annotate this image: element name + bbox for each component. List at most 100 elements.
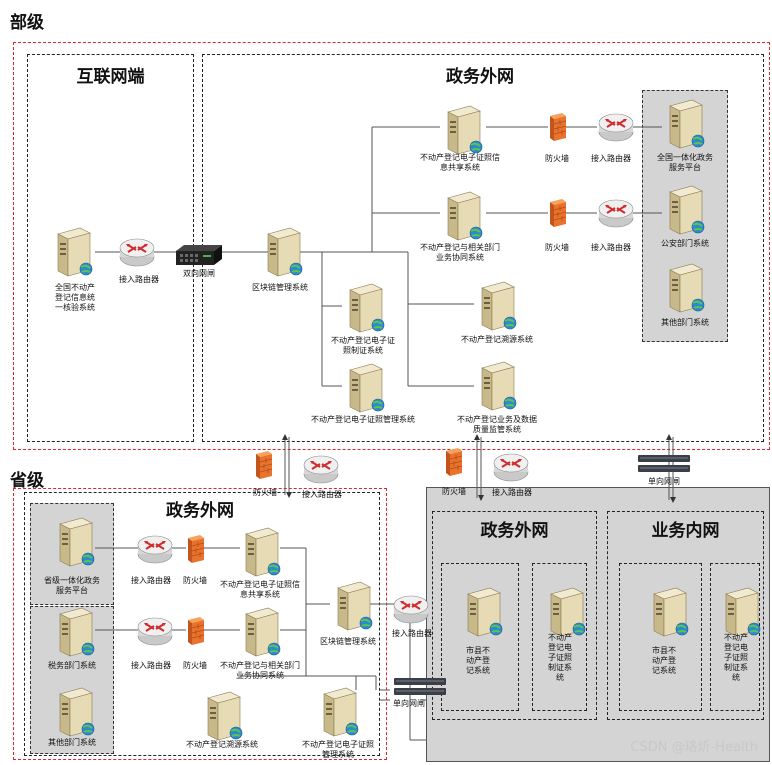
firewall-icon	[186, 616, 206, 646]
node-one-way-gateway-top	[636, 453, 692, 475]
server-icon	[440, 190, 484, 242]
node-cert-info-share-province	[238, 526, 282, 578]
node-two-way-gateway	[174, 243, 224, 269]
gateway-icon	[174, 243, 224, 269]
region-province	[13, 488, 387, 760]
label-city-cert-ext: 不动产 登记电 子证照 制证系 统	[548, 633, 572, 682]
node-router-m1	[597, 110, 635, 144]
label-blockchain-ministry: 区块链管理系统	[252, 283, 308, 292]
firewall-icon	[186, 534, 206, 564]
node-router-p1	[136, 532, 174, 566]
node-coop-ministry	[440, 190, 484, 242]
server-icon	[474, 280, 518, 332]
node-firewall-link-right	[444, 447, 464, 477]
label-other-dept-province: 其他部门系统	[48, 738, 96, 747]
zone-title-internet: 互联网端	[76, 67, 145, 87]
label-tax-dept: 税务部门系统	[48, 661, 96, 670]
server-icon	[330, 580, 374, 632]
node-cert-issue-ministry	[342, 282, 386, 334]
region-label-province: 省级	[10, 471, 44, 491]
zone-title-gov-extranet-ministry: 政务外网	[446, 67, 514, 87]
zone-city-register-ext	[441, 563, 519, 711]
node-router-link-right	[492, 450, 530, 484]
node-trace-province	[200, 690, 244, 742]
node-router-internet	[118, 235, 156, 269]
label-cert-issue-ministry: 不动产登记电子证 照制证系统	[331, 336, 395, 355]
router-icon	[136, 532, 174, 566]
server-icon	[474, 360, 518, 412]
label-router-p2: 接入路由器	[131, 661, 171, 670]
zone-title-city-intranet: 业务内网	[651, 521, 720, 541]
node-cert-info-share-ministry	[440, 104, 484, 156]
label-city-cert-int: 不动产 登记电 子证照 制证系 统	[724, 633, 748, 682]
node-city-register-int	[646, 586, 690, 638]
node-city-cert-ext	[543, 586, 587, 638]
server-icon	[440, 104, 484, 156]
server-icon	[718, 586, 762, 638]
zone-city-register-int	[619, 563, 702, 711]
router-icon	[136, 614, 174, 648]
firewall-icon	[548, 198, 568, 228]
server-icon	[50, 226, 94, 278]
gateway-icon	[636, 453, 692, 475]
server-icon	[52, 516, 96, 568]
server-icon	[316, 686, 360, 738]
router-icon	[118, 235, 156, 269]
label-quality-ministry: 不动产登记业务及数据 质量监管系统	[457, 415, 537, 434]
label-cert-mgmt-ministry: 不动产登记电子证照管理系统	[311, 415, 415, 424]
node-blockchain-province	[330, 580, 374, 632]
server-icon	[238, 606, 282, 658]
server-icon	[52, 686, 96, 738]
node-coop-province	[238, 606, 282, 658]
server-icon	[260, 226, 304, 278]
node-cert-mgmt-ministry	[342, 362, 386, 414]
label-blockchain-province: 区块链管理系统	[320, 637, 376, 646]
label-city-register-int: 市县不 动产登 记系统	[652, 646, 676, 675]
node-firewall-m2	[548, 198, 568, 228]
zone-city-intranet	[607, 511, 764, 720]
label-router-m1: 接入路由器	[591, 154, 631, 163]
node-cert-mgmt-province	[316, 686, 360, 738]
label-firewall-m2: 防火墙	[545, 243, 569, 252]
router-icon	[597, 110, 635, 144]
label-coop-ministry: 不动产登记与相关部门 业务协同系统	[420, 243, 500, 262]
node-firewall-m1	[548, 112, 568, 142]
server-icon	[342, 282, 386, 334]
label-trace-province: 不动产登记溯源系统	[186, 740, 258, 749]
label-firewall-p2: 防火墙	[183, 661, 207, 670]
label-public-security: 公安部门系统	[661, 239, 709, 248]
node-quality-ministry	[474, 360, 518, 412]
label-one-way-gateway-bottom: 单向网闸	[393, 699, 425, 708]
server-icon	[543, 586, 587, 638]
label-one-way-gateway-top: 单向网闸	[648, 477, 680, 486]
server-icon	[646, 586, 690, 638]
router-icon	[492, 450, 530, 484]
server-icon	[662, 184, 706, 236]
node-other-dept-province	[52, 686, 96, 738]
node-one-way-gateway-bottom	[392, 676, 448, 698]
label-coop-province: 不动产登记与相关部门 业务协同系统	[220, 661, 300, 680]
zone-title-gov-extranet-province: 政务外网	[166, 501, 234, 521]
label-cert-info-share-province: 不动产登记电子证照信 息共享系统	[220, 580, 300, 599]
label-cert-mgmt-province: 不动产登记电子证照 管理系统	[302, 740, 374, 759]
server-icon	[460, 586, 504, 638]
firewall-icon	[548, 112, 568, 142]
node-firewall-p2	[186, 616, 206, 646]
router-icon	[597, 196, 635, 230]
label-router-link-left: 接入路由器	[302, 490, 342, 499]
node-city-register-ext	[460, 586, 504, 638]
label-two-way-gateway: 双向网闸	[183, 269, 215, 278]
label-cert-info-share-ministry: 不动产登记电子证照信 息共享系统	[420, 153, 500, 172]
label-trace-ministry: 不动产登记溯源系统	[461, 335, 533, 344]
label-provincial-gov-platform: 省级一体化政务 服务平台	[44, 576, 100, 595]
label-firewall-link-left: 防火墙	[253, 488, 277, 497]
node-router-link-left	[302, 452, 340, 486]
router-icon	[302, 452, 340, 486]
node-tax-dept	[52, 606, 96, 658]
firewall-icon	[444, 447, 464, 477]
zone-city-cert-ext	[532, 563, 587, 711]
firewall-icon	[254, 450, 274, 480]
label-router-m2: 接入路由器	[591, 243, 631, 252]
node-other-dept-ministry	[662, 262, 706, 314]
node-router-m2	[597, 196, 635, 230]
